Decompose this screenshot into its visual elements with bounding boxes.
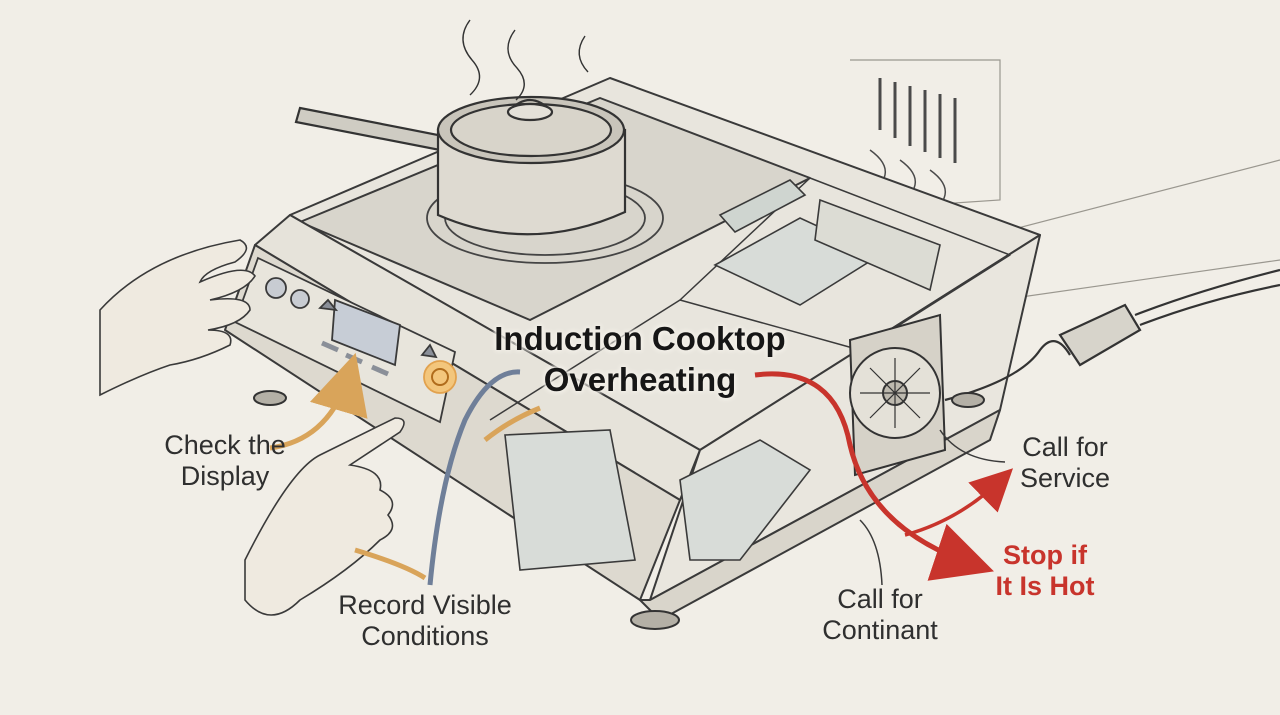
diagram-title: Induction Cooktop Overheating [470, 318, 810, 400]
hand-left [99, 239, 256, 397]
arrow-record-conditions [354, 369, 541, 586]
control-panel [233, 256, 457, 424]
label-service-line-2: Service [1019, 463, 1111, 493]
label-check-display-line-1: Check the [164, 430, 286, 460]
power-cord [944, 268, 1280, 402]
label-record-line-1: Record Visible [338, 590, 512, 620]
circuit-boards [504, 179, 941, 571]
title-line-2: Overheating [543, 361, 737, 398]
label-call-continant: Call for Continant [790, 584, 970, 646]
cooking-pot [294, 19, 627, 236]
label-check-display-line-2: Display [180, 461, 270, 491]
label-continant-line-2: Continant [822, 615, 938, 645]
label-continant-line-1: Call for [837, 584, 923, 614]
label-service-line-1: Call for [1022, 432, 1108, 462]
label-record-line-2: Conditions [361, 621, 489, 651]
label-stop-line-1: Stop if [1003, 540, 1087, 570]
arrow-stop-if-hot [754, 371, 994, 581]
label-stop-line-2: It Is Hot [995, 571, 1095, 601]
cooling-fan [848, 313, 947, 477]
label-stop-if-hot: Stop if It Is Hot [955, 540, 1135, 602]
label-check-display: Check the Display [140, 430, 310, 492]
title-line-1: Induction Cooktop [494, 320, 786, 357]
leader-lines [859, 429, 1006, 586]
arrow-call-service [904, 468, 1014, 537]
label-record-conditions: Record Visible Conditions [300, 590, 550, 652]
hand-pointing [244, 417, 405, 616]
arrow-check-display [269, 352, 368, 451]
label-call-service: Call for Service [990, 432, 1140, 494]
cooktop-feet [253, 390, 985, 630]
